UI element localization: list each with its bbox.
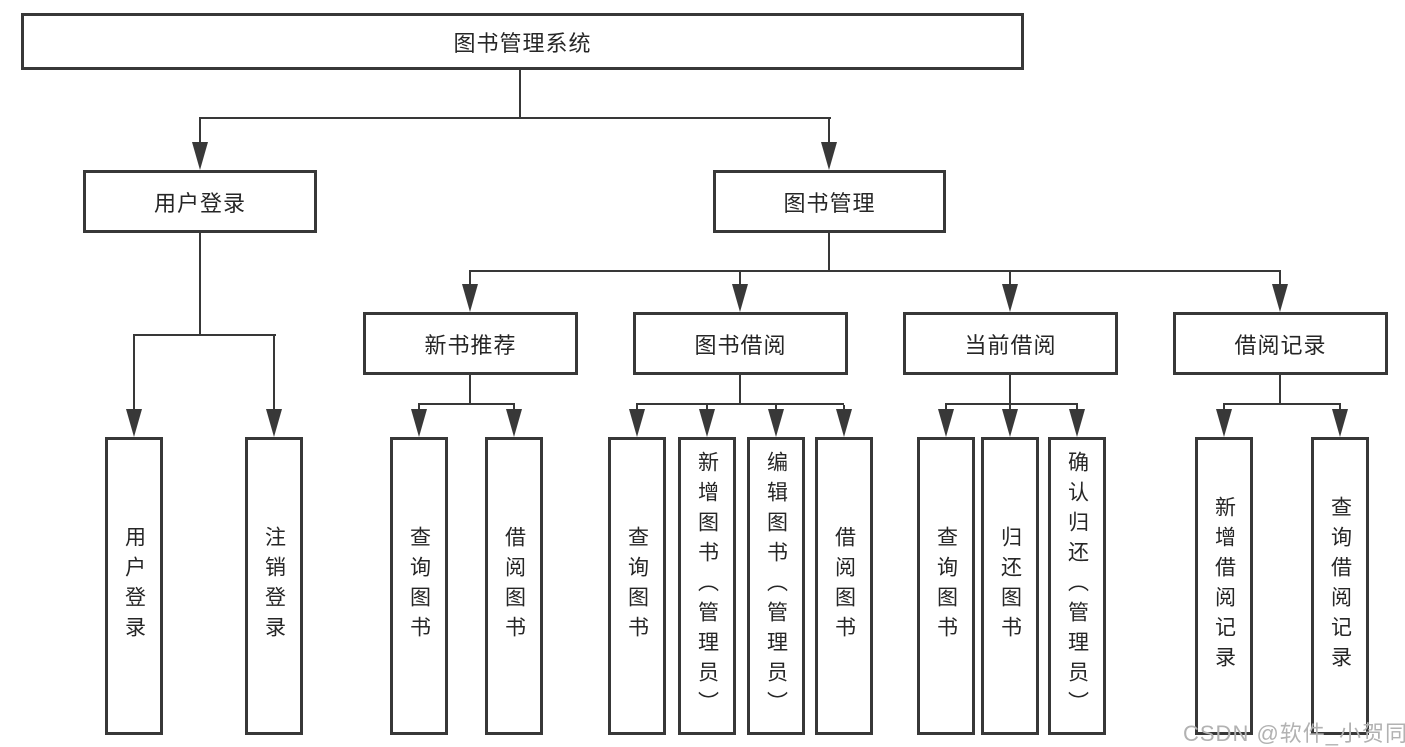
leaf-user-login: 用户登录 [105, 437, 163, 735]
node-root-library-management-system: 图书管理系统 [21, 13, 1024, 70]
connector-stub-book-management [828, 119, 830, 147]
connector-book-management-stem [828, 233, 830, 272]
node-label: 图书管理 [783, 190, 876, 216]
connector-user-login-split [133, 334, 276, 336]
connector-root-split [199, 117, 831, 119]
node-label: 用户登录 [153, 190, 246, 216]
node-label: 查询图书 [407, 526, 431, 646]
connector-stub-leaf-logout [273, 336, 275, 411]
leaf-query-books-current: 查询图书 [917, 437, 975, 735]
arrowhead-down-icon [266, 409, 282, 437]
connector-stub-leaf-user-login [133, 336, 135, 411]
arrowhead-down-icon [1002, 409, 1018, 437]
arrowhead-down-icon [699, 409, 715, 437]
node-label: 借阅图书 [832, 526, 856, 646]
leaf-confirm-return-admin: 确认归还（管理员） [1048, 437, 1106, 735]
node-label: 当前借阅 [964, 332, 1057, 358]
leaf-borrow-books-borrowing: 借阅图书 [815, 437, 873, 735]
arrowhead-down-icon [1216, 409, 1232, 437]
node-label: 编辑图书（管理员） [764, 451, 788, 721]
leaf-query-books-borrowing: 查询图书 [608, 437, 666, 735]
connector-current-stem [1009, 375, 1011, 405]
connector-borrowing-stem [739, 375, 741, 405]
connector-stub-user-login [199, 119, 201, 147]
node-label: 查询图书 [934, 526, 958, 646]
leaf-query-borrow-record: 查询借阅记录 [1311, 437, 1369, 735]
connector-stub-book-borrowing [739, 272, 741, 287]
node-book-borrowing: 图书借阅 [633, 312, 848, 375]
node-label: 确认归还（管理员） [1065, 451, 1089, 721]
connector-recommend-stem [469, 375, 471, 405]
node-book-management-branch: 图书管理 [713, 170, 946, 233]
connector-user-login-stem [199, 233, 201, 335]
node-label: 归还图书 [998, 526, 1022, 646]
leaf-edit-book-admin: 编辑图书（管理员） [747, 437, 805, 735]
connector-recommend-split [418, 403, 515, 405]
connector-records-split [1223, 403, 1341, 405]
arrowhead-down-icon [768, 409, 784, 437]
node-label: 借阅记录 [1234, 332, 1327, 358]
arrowhead-down-icon [732, 284, 748, 312]
connector-book-management-split [469, 270, 1281, 272]
arrowhead-down-icon [1332, 409, 1348, 437]
node-current-borrowing: 当前借阅 [903, 312, 1118, 375]
csdn-watermark: CSDN @软件_小贺同学 [1183, 721, 1405, 746]
leaf-add-book-admin: 新增图书（管理员） [678, 437, 736, 735]
leaf-add-borrow-record: 新增借阅记录 [1195, 437, 1253, 735]
arrowhead-down-icon [462, 284, 478, 312]
arrowhead-down-icon [836, 409, 852, 437]
connector-stub-new-book-recommend [469, 272, 471, 287]
leaf-query-books-recommend: 查询图书 [390, 437, 448, 735]
arrowhead-down-icon [506, 409, 522, 437]
node-label: 注销登录 [262, 526, 286, 646]
node-label: 图书借阅 [694, 332, 787, 358]
connector-stub-borrowing-records [1279, 272, 1281, 287]
arrowhead-down-icon [629, 409, 645, 437]
arrowhead-down-icon [938, 409, 954, 437]
arrowhead-down-icon [1272, 284, 1288, 312]
node-borrowing-records: 借阅记录 [1173, 312, 1388, 375]
connector-records-stem [1279, 375, 1281, 405]
node-label: 图书管理系统 [453, 30, 592, 56]
arrowhead-down-icon [821, 142, 837, 170]
node-label: 用户登录 [122, 526, 146, 646]
node-new-book-recommend: 新书推荐 [363, 312, 578, 375]
arrowhead-down-icon [192, 142, 208, 170]
node-label: 查询图书 [625, 526, 649, 646]
connector-current-split [945, 403, 1078, 405]
arrowhead-down-icon [411, 409, 427, 437]
arrowhead-down-icon [126, 409, 142, 437]
connector-stub-current-borrowing [1009, 272, 1011, 287]
leaf-borrow-books-recommend: 借阅图书 [485, 437, 543, 735]
node-label: 借阅图书 [502, 526, 526, 646]
arrowhead-down-icon [1069, 409, 1085, 437]
leaf-return-book: 归还图书 [981, 437, 1039, 735]
connector-borrowing-split [636, 403, 844, 405]
node-label: 查询借阅记录 [1328, 496, 1352, 676]
node-label: 新增图书（管理员） [695, 451, 719, 721]
node-label: 新书推荐 [424, 332, 517, 358]
node-user-login-branch: 用户登录 [83, 170, 317, 233]
node-label: 新增借阅记录 [1212, 496, 1236, 676]
arrowhead-down-icon [1002, 284, 1018, 312]
leaf-logout: 注销登录 [245, 437, 303, 735]
connector-root-stem [519, 70, 521, 119]
